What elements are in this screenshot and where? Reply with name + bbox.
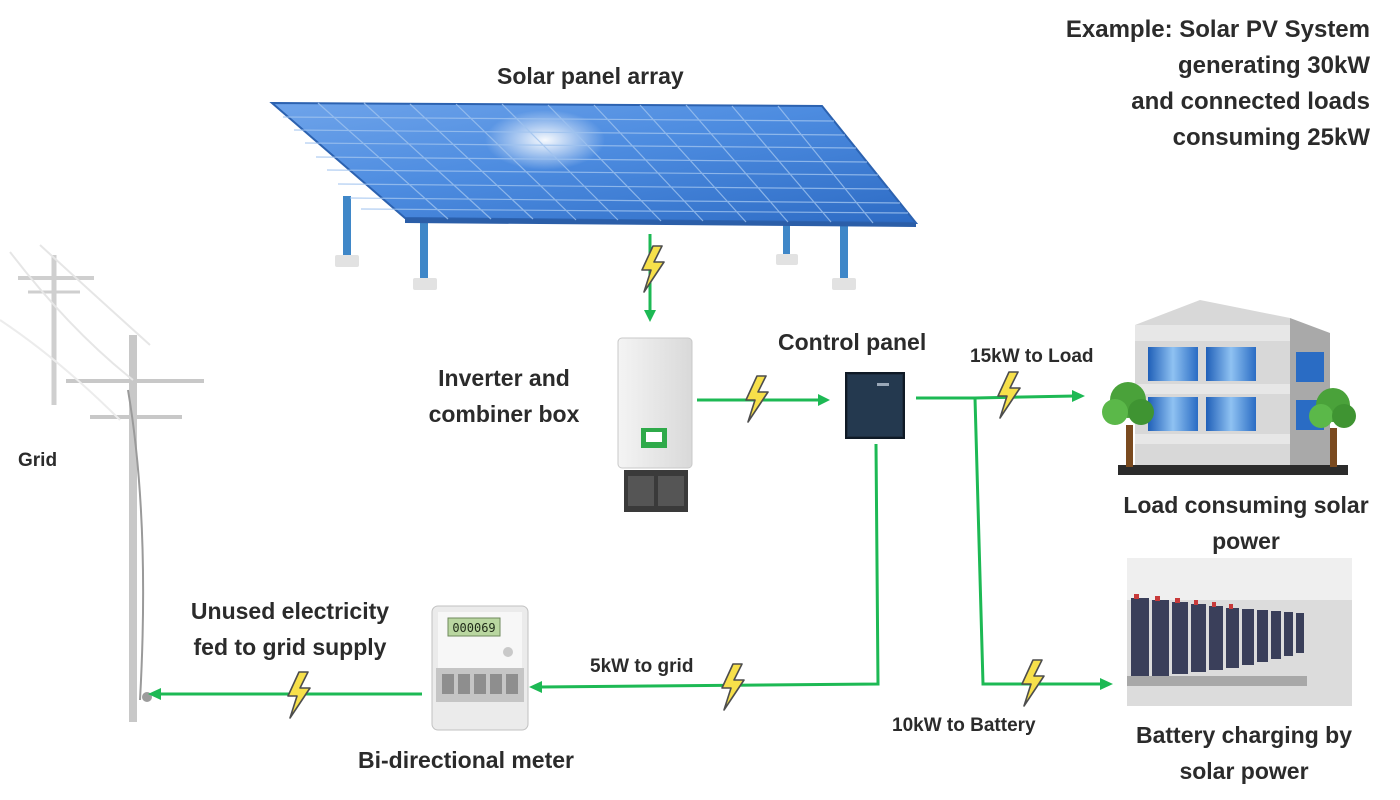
- lightning-bolt-icon: [997, 371, 1021, 419]
- bidirectional-meter-icon: 000069: [431, 605, 529, 731]
- load-label-line-1: Load consuming solar: [1123, 492, 1369, 518]
- arrowhead-inverter: [644, 310, 656, 322]
- inverter-icon: [617, 337, 693, 512]
- flow-to-battery-label: 10kW to Battery: [892, 715, 1036, 736]
- inverter-label-line-2: combiner box: [428, 401, 580, 427]
- arrowhead-control: [818, 394, 830, 406]
- lightning-bolt-icon: [1021, 659, 1045, 707]
- flow-to-load-label: 15kW to Load: [970, 346, 1094, 367]
- example-line-1: Example: Solar PV System: [1065, 16, 1370, 43]
- battery-label-line-2: solar power: [1179, 758, 1309, 784]
- control-panel-label: Control panel: [778, 329, 927, 355]
- example-line-4: consuming 25kW: [1172, 124, 1370, 151]
- unused-electricity-label: Unused electricity fed to grid supply: [172, 593, 408, 665]
- grid-label: Grid: [18, 450, 58, 471]
- flow-to-grid-label: 5kW to grid: [590, 656, 694, 677]
- load-label-line-2: power: [1212, 528, 1280, 554]
- battery-bank-icon: [1127, 558, 1352, 706]
- unused-label-line-2: fed to grid supply: [193, 634, 387, 660]
- arrowhead-meter: [529, 681, 542, 693]
- meter-display-text: 000069: [452, 621, 495, 635]
- battery-label-line-1: Battery charging by: [1136, 722, 1352, 748]
- inverter-label: Inverter and combiner box: [414, 360, 594, 432]
- flow-control-to-load: [916, 394, 1076, 400]
- arrowhead-grid: [148, 688, 161, 700]
- solar-panel-array-icon: [269, 101, 919, 290]
- lightning-bolt-icon: [721, 663, 745, 711]
- example-line-3: and connected loads: [1131, 88, 1370, 115]
- building-icon: [1102, 300, 1356, 475]
- arrowhead-battery: [1100, 678, 1113, 690]
- lightning-bolt-icon: [745, 375, 769, 423]
- grid-poles-icon: [0, 244, 204, 722]
- inverter-label-line-1: Inverter and: [438, 365, 570, 391]
- arrowhead-load: [1072, 390, 1085, 402]
- load-label: Load consuming solar power: [1096, 487, 1396, 559]
- lightning-bolt-icon: [287, 671, 311, 719]
- solar-array-label: Solar panel array: [497, 63, 684, 89]
- battery-label: Battery charging by solar power: [1110, 717, 1378, 789]
- flow-control-to-meter: [539, 443, 880, 689]
- control-panel-icon: [845, 372, 905, 439]
- example-caption: Example: Solar PV System generating 30kW…: [1066, 12, 1370, 156]
- unused-label-line-1: Unused electricity: [190, 598, 390, 624]
- example-line-2: generating 30kW: [1177, 52, 1370, 79]
- lightning-bolt-icon: [641, 245, 665, 293]
- flow-to-battery: [973, 397, 1102, 686]
- meter-label: Bi-directional meter: [358, 747, 574, 773]
- flow-arrowheads: [148, 310, 1113, 700]
